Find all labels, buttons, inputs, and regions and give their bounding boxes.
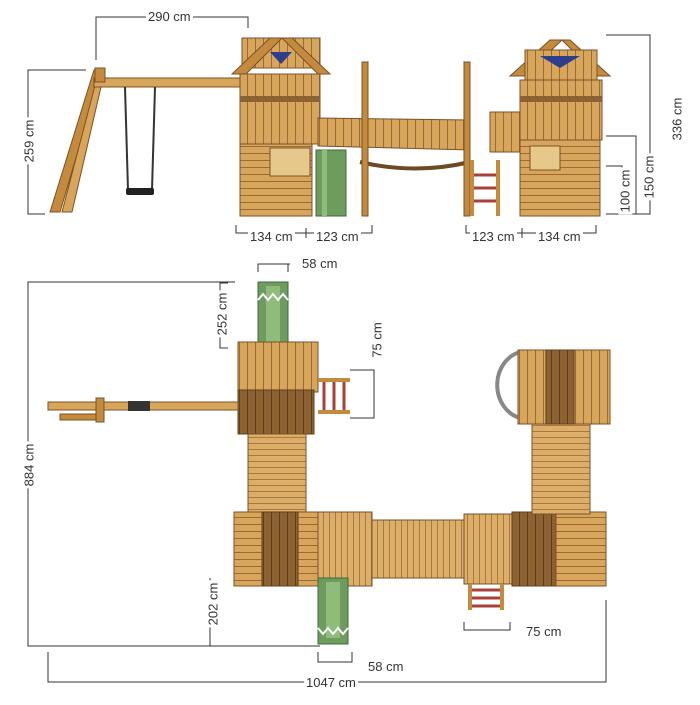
top-view <box>27 263 611 683</box>
top-slide <box>257 281 289 347</box>
slide-top-length-label: 252 cm <box>214 290 230 338</box>
swing-frame <box>49 67 245 213</box>
blue-roof-emblem <box>270 52 292 64</box>
slide-bottom-width-label: 58 cm <box>366 659 406 674</box>
left-upper-tower <box>237 341 319 435</box>
ladder-left-length-label: 75 cm <box>369 320 385 360</box>
swing-height-label: 259 cm <box>21 117 37 165</box>
total-width-label: 1047 cm <box>304 675 358 690</box>
deck-height-100-label: 100 cm <box>617 167 633 215</box>
bridge <box>317 61 471 217</box>
blue-roof-emblem-right <box>540 56 580 68</box>
left-slide-gap-label: 123 cm <box>314 229 361 244</box>
upper-right-tower <box>495 349 611 425</box>
swing-width-label: 290 cm <box>146 9 193 24</box>
right-ladder-gap-label: 123 cm <box>470 229 517 244</box>
slide-bottom-length-label: 202 cm <box>205 580 221 628</box>
slide-top-width-label: 58 cm <box>300 256 340 271</box>
bridge-top <box>371 519 465 579</box>
top-dimension-lines <box>27 263 607 683</box>
right-walkway <box>531 423 591 515</box>
right-ladder-top <box>468 584 504 610</box>
left-slide <box>315 149 347 217</box>
swing-seat <box>124 86 156 195</box>
left-walkway <box>247 433 307 515</box>
bottom-left-tower <box>233 511 373 587</box>
right-ladder <box>470 160 500 216</box>
left-tower <box>230 37 332 217</box>
left-ladder-top <box>318 378 350 414</box>
swing-beam-top <box>47 397 239 423</box>
deck-height-150-label: 150 cm <box>641 153 657 201</box>
right-tower <box>489 39 612 217</box>
bottom-right-tower <box>463 511 607 587</box>
total-depth-label: 884 cm <box>21 441 37 489</box>
total-height-label: 336 cm <box>669 95 685 143</box>
left-tower-width-label: 134 cm <box>248 229 295 244</box>
side-view <box>27 16 651 238</box>
bottom-slide <box>317 577 349 645</box>
ladder-right-width-label: 75 cm <box>524 624 564 639</box>
tube-arch <box>495 350 521 420</box>
right-tower-width-label: 134 cm <box>536 229 583 244</box>
